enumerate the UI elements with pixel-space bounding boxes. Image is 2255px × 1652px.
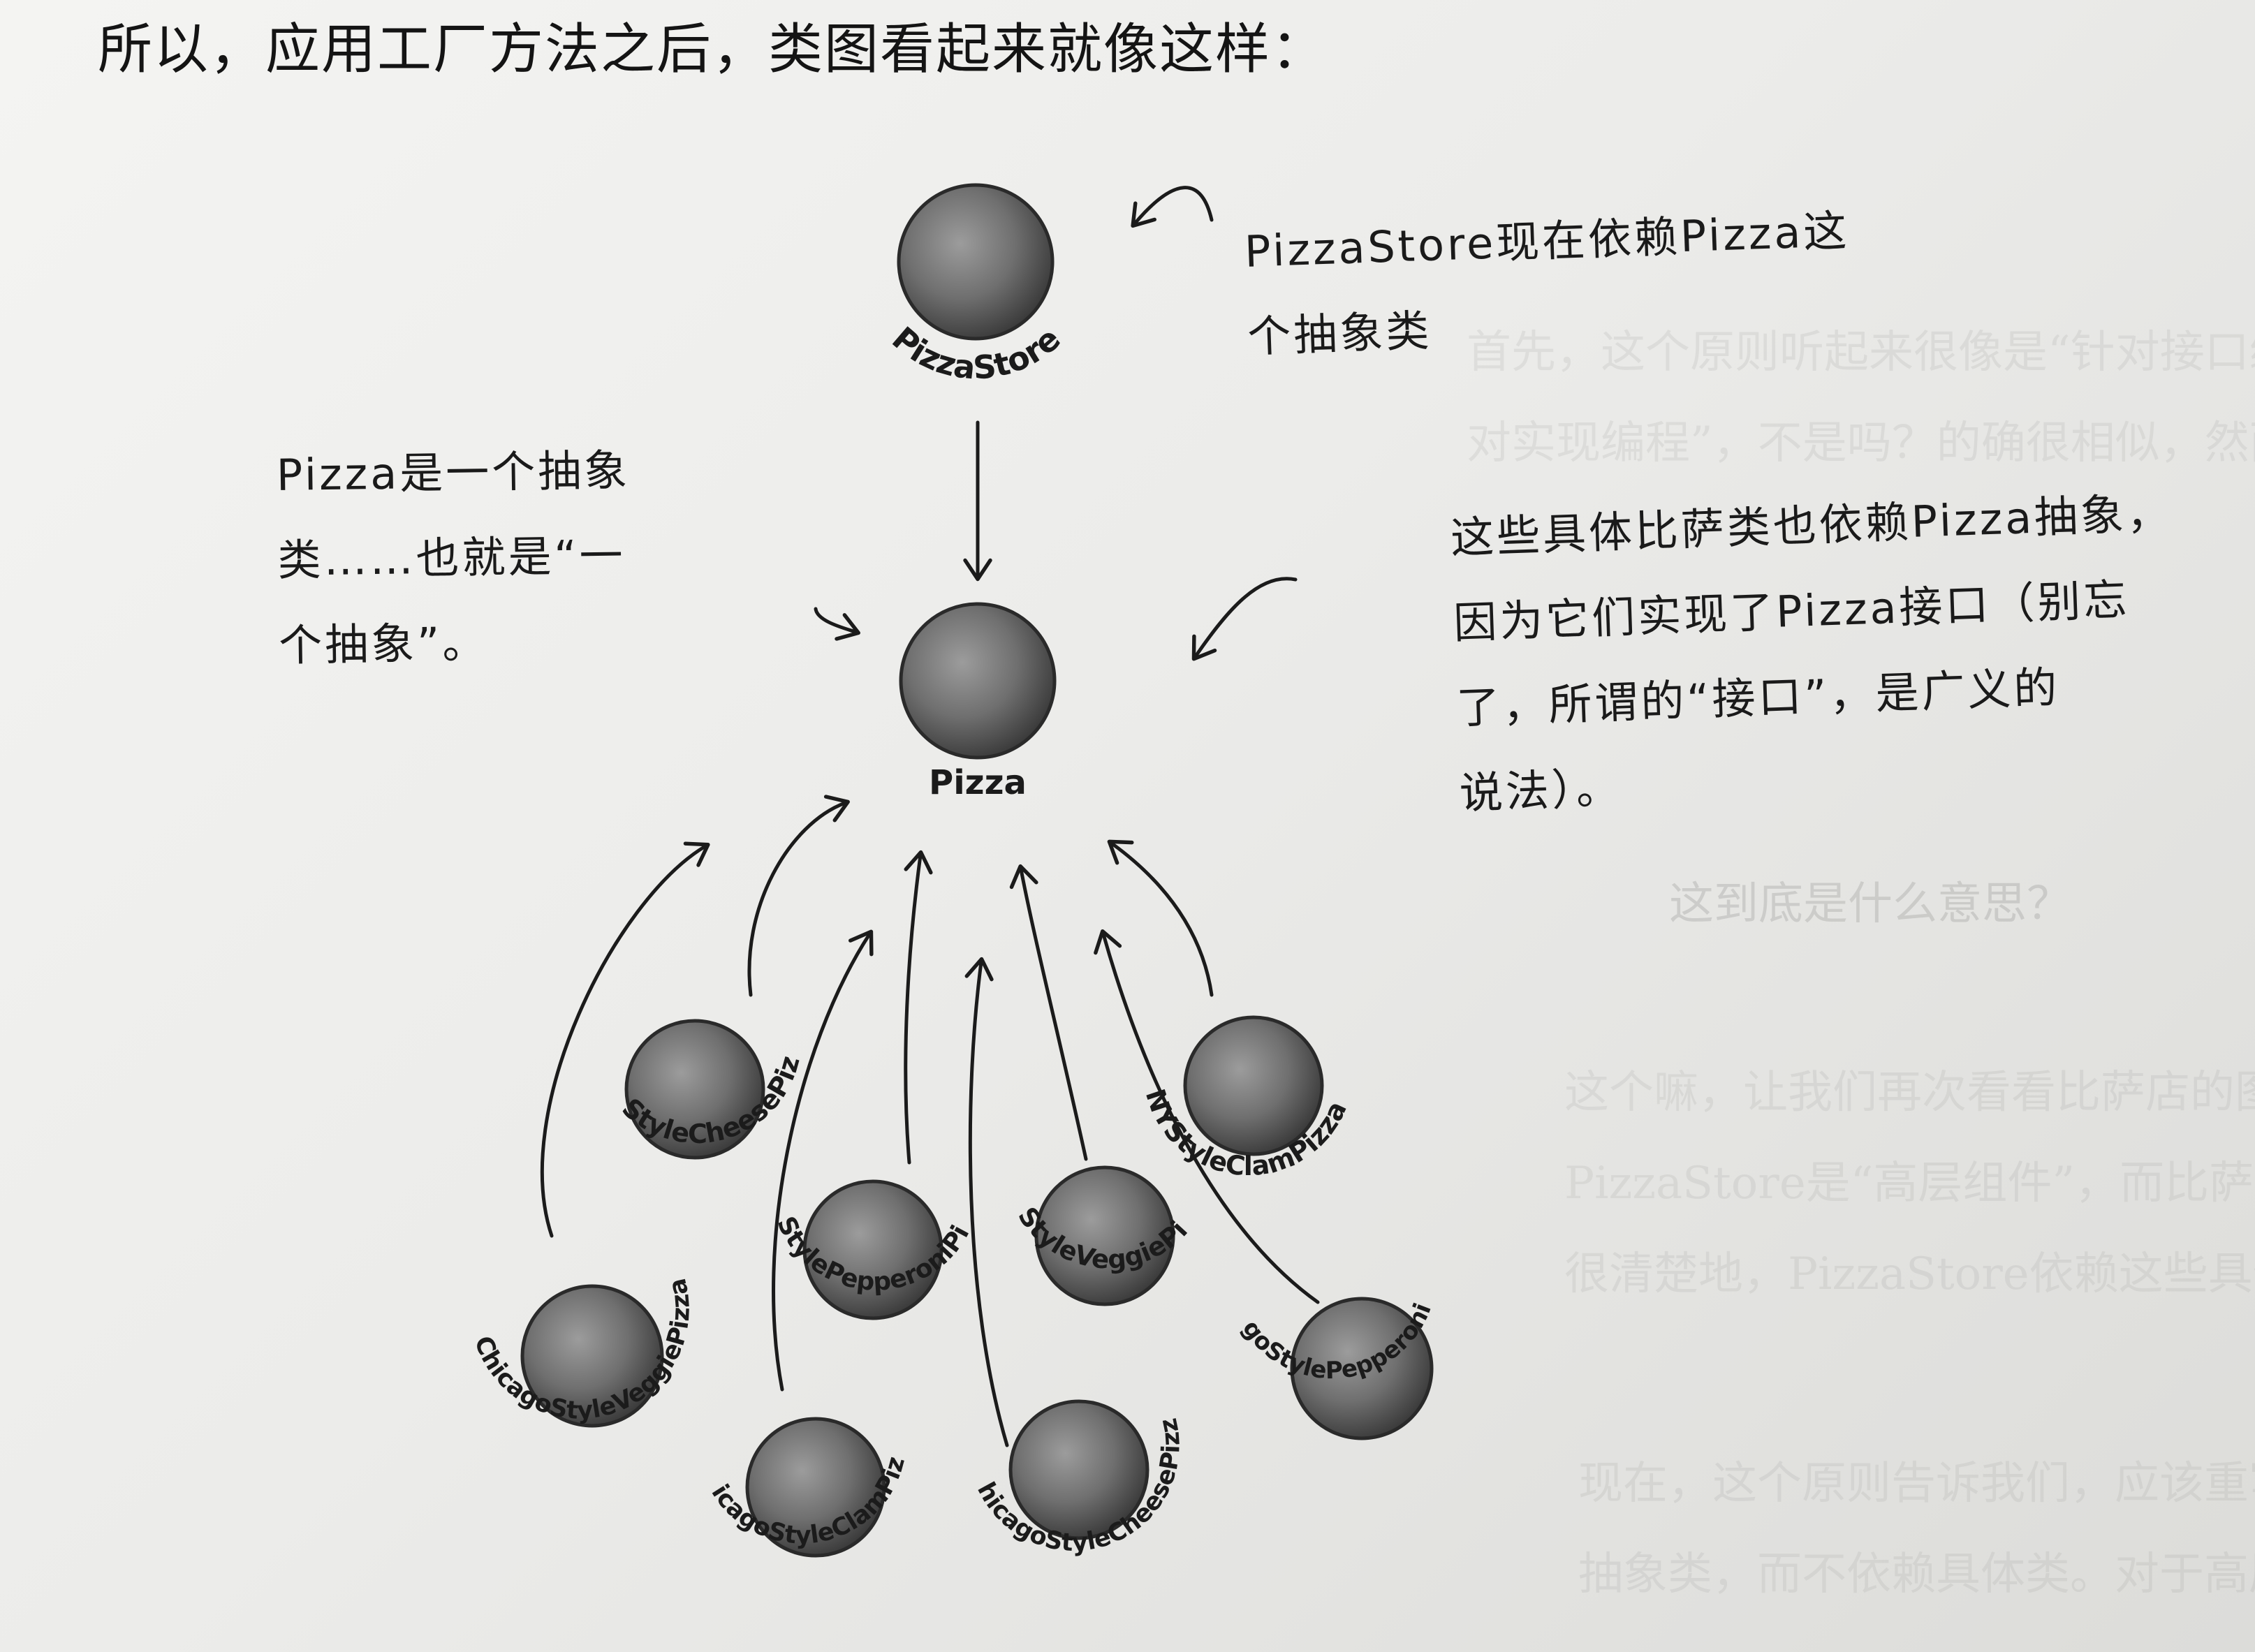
implements-arrow — [772, 929, 874, 1392]
bleed-through-line: 这到底是什么意思？ — [1669, 878, 2071, 930]
pizza-annotation: Pizza是一个抽象 类……也就是“一 个抽象”。 — [276, 428, 633, 688]
bleed-through-line: 现在，这个原则告诉我们，应该重写代码以便于我们依赖 — [1578, 1458, 2255, 1510]
implements-arrow — [904, 850, 933, 1165]
chicagostylepepperonipizza-class-ball — [1290, 1297, 1434, 1440]
page-heading: 所以，应用工厂方法之后，类图看起来就像这样： — [98, 18, 1328, 81]
chicagostyleveggiepizza-class-ball — [520, 1284, 664, 1428]
annotation-arrow — [814, 607, 860, 641]
annotation-arrow — [1191, 577, 1298, 661]
pizza-class-ball — [899, 602, 1057, 760]
pizza-label: Pizza — [929, 763, 1027, 802]
annotation-line: 个抽象”。 — [278, 617, 489, 671]
implements-arrow — [964, 957, 1009, 1447]
implements-arrow — [1009, 864, 1088, 1161]
annotation-line: 类……也就是“一 — [277, 530, 626, 586]
nystyleveggiepizza-class-ball — [1034, 1165, 1175, 1306]
bleed-through-line: PizzaStore是“高层组件”，而比萨实现是“低层组件”， — [1564, 1158, 2255, 1209]
chicagostylecheesepizza-class-ball — [1008, 1399, 1149, 1540]
pizzastore-annotation: PizzaStore现在依赖Pizza这 个抽象类 — [1243, 189, 1854, 380]
implements-arrow — [540, 841, 710, 1238]
chicagostyleclampizza-class-ball — [745, 1417, 886, 1558]
implements-arrow — [747, 795, 850, 997]
bleed-through-line: 抽象类，而不依赖具体类。对于高层及低层模块都应该如此 — [1578, 1549, 2255, 1600]
implements-arrow — [1107, 839, 1214, 997]
pizzastore-class-ball — [897, 183, 1055, 341]
bleed-through-line: 对实现编程”，不是吗？的确很相似，然而这里更强 — [1467, 418, 2255, 469]
bleed-through-line: 很清楚地，PizzaStore依赖这些具体比萨类。 — [1564, 1248, 2255, 1300]
bleed-through-line: 首先，这个原则听起来很像是“针对接口编程，不针 — [1467, 327, 2255, 378]
nystylecheesepizza-class-ball — [624, 1019, 765, 1160]
annotation-arrow — [1131, 186, 1214, 228]
annotation-line: Pizza是一个抽象 — [276, 444, 631, 501]
nystylepepperonipizza-class-ball — [802, 1179, 943, 1320]
concrete-classes-annotation: 这些具体比萨类也依赖Pizza抽象， 因为它们实现了Pizza接口（别忘 了，所… — [1449, 471, 2183, 836]
implements-arrow — [1094, 929, 1320, 1304]
nystyleclampizza-class-ball — [1183, 1015, 1324, 1156]
bleed-through-line: 这个嘛，让我们再次看看比萨店的图。 — [1564, 1067, 2255, 1119]
